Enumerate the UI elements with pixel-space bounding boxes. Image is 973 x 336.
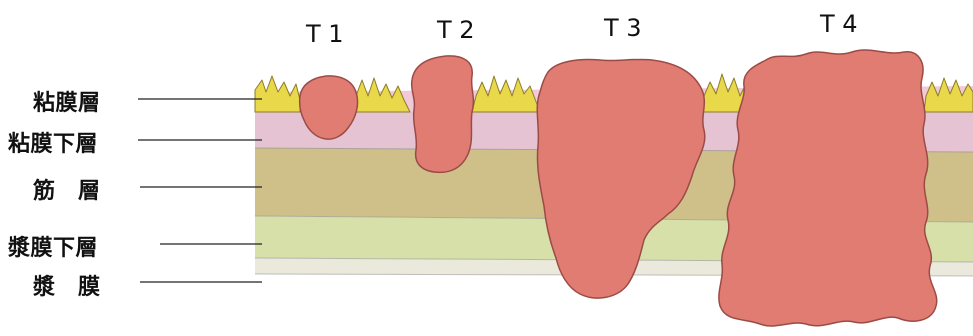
layer-label-submucosa: 粘膜下層 bbox=[8, 126, 98, 158]
layer-label-mucosa: 粘膜層 bbox=[33, 85, 101, 117]
surface-segment bbox=[255, 76, 300, 112]
layer-label-muscle: 筋 層 bbox=[33, 173, 101, 205]
tumor-t4 bbox=[719, 50, 937, 326]
stage-label-t3: T 3 bbox=[604, 14, 642, 42]
surface-segment bbox=[352, 78, 410, 112]
stage-label-t2: T 2 bbox=[437, 16, 475, 44]
tumor-t2 bbox=[412, 56, 474, 172]
label-leaders bbox=[138, 99, 262, 282]
surface-segment bbox=[924, 78, 973, 112]
stage-label-t1: T 1 bbox=[306, 20, 344, 48]
layer-label-subserosa: 漿膜下層 bbox=[8, 230, 98, 262]
layer-label-serosa: 漿 膜 bbox=[33, 269, 101, 301]
surface-segment bbox=[472, 76, 540, 112]
stage-label-t4: T 4 bbox=[820, 10, 858, 38]
